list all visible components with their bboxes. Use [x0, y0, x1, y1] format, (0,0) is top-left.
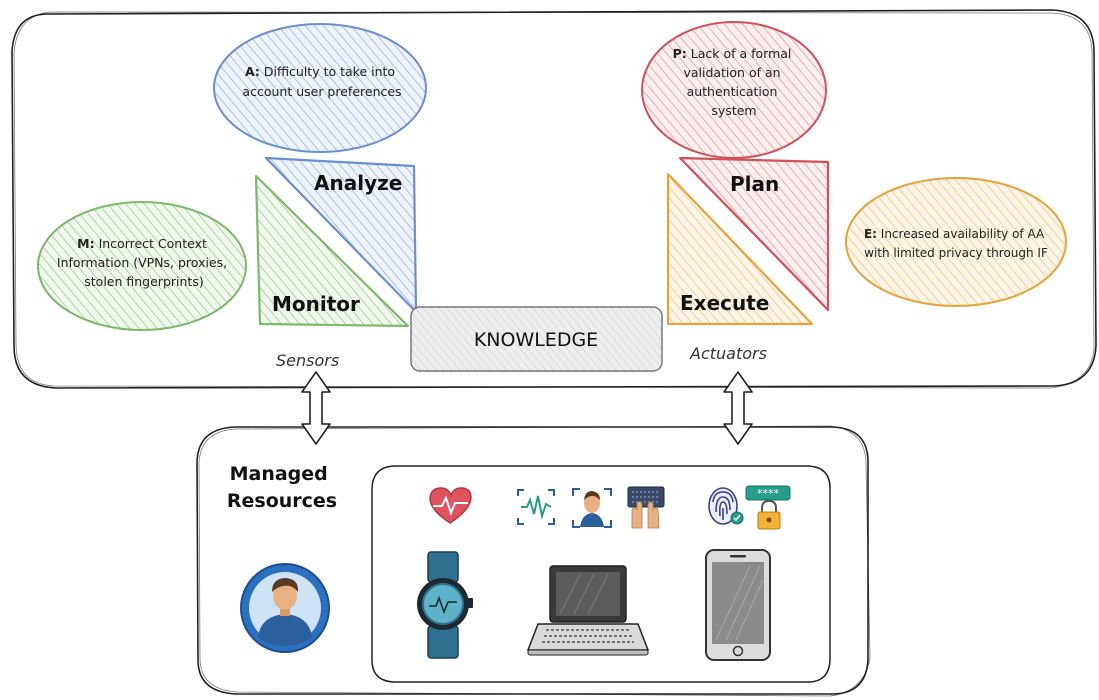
- user-avatar-icon: [240, 563, 330, 653]
- note-plan-line-3: authentication: [687, 84, 778, 99]
- password-lock-icon: ****: [745, 485, 791, 530]
- note-analyze-line-2: account user preferences: [242, 84, 401, 99]
- voice-recognition-icon: [517, 489, 555, 525]
- managed-resources-line-2: Resources: [227, 490, 337, 512]
- note-monitor-ellipse: [37, 201, 247, 331]
- note-execute-line-2: with limited privacy through IF: [864, 246, 1048, 260]
- fingerprint-icon: [708, 487, 744, 525]
- monitor-triangle: [254, 174, 410, 328]
- note-execute-key: E:: [864, 227, 877, 241]
- note-plan-line-4: system: [711, 103, 756, 118]
- note-monitor-line-1: Incorrect Context: [99, 236, 207, 251]
- note-monitor-text: M: Incorrect Context Information (VPNs, …: [57, 236, 231, 289]
- note-analyze-key: A:: [245, 64, 260, 79]
- note-execute-line-1: Increased availability of AA: [881, 227, 1045, 241]
- sensors-label: Sensors: [276, 351, 339, 370]
- face-recognition-icon: [572, 488, 612, 528]
- devices-frame: [371, 465, 831, 683]
- note-analyze-ellipse: [213, 23, 427, 153]
- analyze-triangle: [264, 156, 418, 314]
- knowledge-box: [410, 306, 663, 372]
- execute-label: Execute: [680, 291, 769, 315]
- managed-resources-title: Managed Resources: [227, 463, 337, 512]
- autonomic-manager-frame: [11, 9, 1097, 389]
- actuators-double-arrow: [723, 371, 753, 445]
- note-execute-ellipse: [845, 177, 1067, 307]
- execute-triangle: [666, 172, 814, 326]
- plan-label: Plan: [730, 172, 779, 196]
- keyboard-typing-icon: [627, 486, 665, 529]
- smartphone-icon: [705, 549, 771, 661]
- analyze-label: Analyze: [314, 171, 402, 195]
- heart-rate-icon: [429, 487, 472, 524]
- note-plan-line-1: Lack of a formal: [691, 46, 792, 61]
- note-monitor-line-3: stolen fingerprints): [84, 274, 203, 289]
- svg-text:****: ****: [757, 487, 780, 500]
- note-plan-text: P: Lack of a formal validation of an aut…: [673, 46, 796, 118]
- note-plan-key: P:: [673, 46, 687, 61]
- smartwatch-icon: [417, 551, 473, 659]
- plan-triangle: [678, 156, 830, 312]
- note-plan-line-2: validation of an: [683, 65, 780, 80]
- note-analyze-text: A: Difficulty to take into account user …: [242, 64, 401, 99]
- note-execute-text: E: Increased availability of AA with lim…: [864, 227, 1048, 260]
- knowledge-label: KNOWLEDGE: [474, 329, 598, 351]
- sensors-double-arrow: [301, 371, 331, 445]
- managed-resources-line-1: Managed: [230, 463, 328, 485]
- monitor-label: Monitor: [272, 292, 360, 316]
- note-analyze-line-1: Difficulty to take into: [264, 64, 395, 79]
- note-monitor-line-2: Information (VPNs, proxies,: [57, 255, 227, 270]
- laptop-icon: [526, 565, 650, 656]
- actuators-label: Actuators: [689, 344, 767, 363]
- note-monitor-key: M:: [77, 236, 94, 251]
- note-plan-ellipse: [641, 21, 827, 159]
